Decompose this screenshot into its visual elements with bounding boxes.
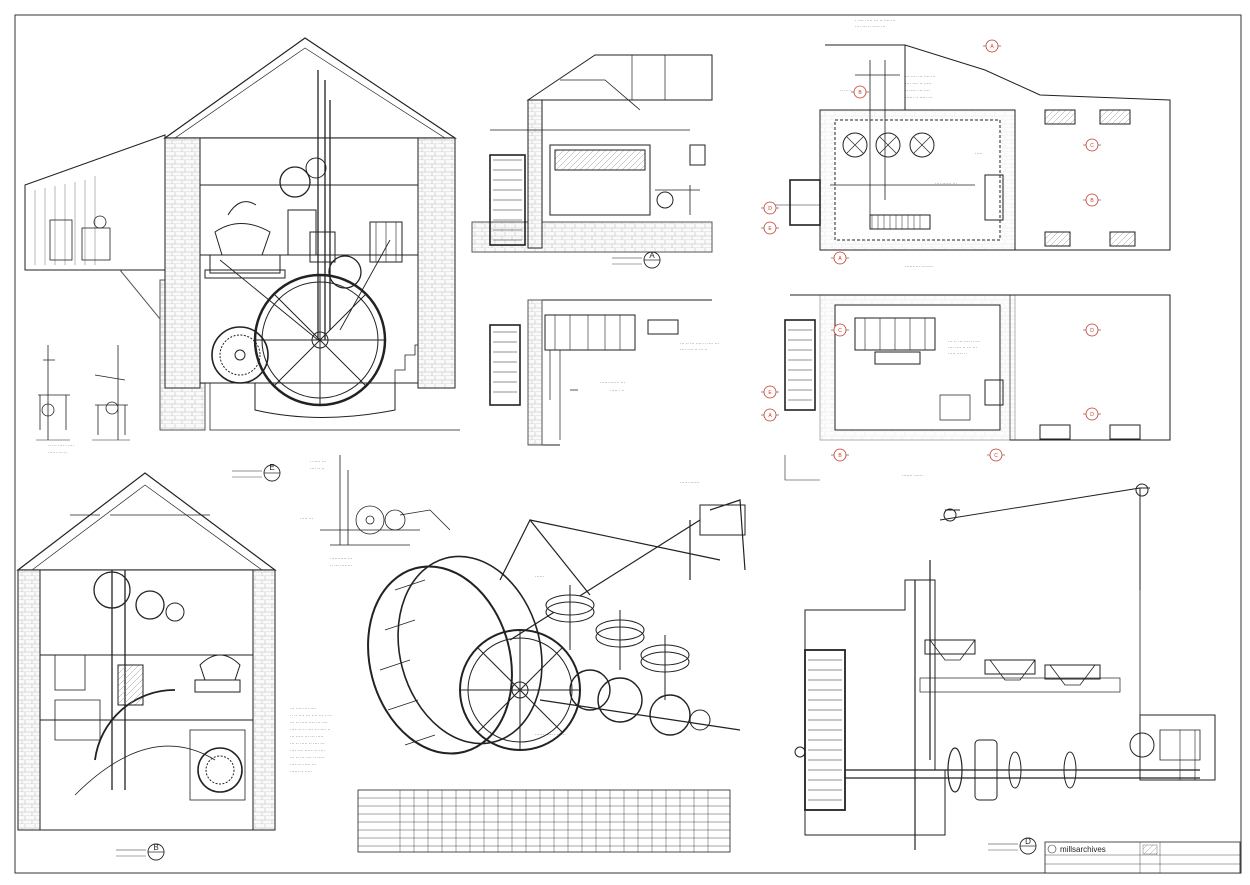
plan-view-upper xyxy=(775,44,1171,251)
cross-section-view-e xyxy=(24,37,460,441)
svg-text:······: ······ xyxy=(535,574,544,579)
svg-text:··· ···· ···· ····: ··· ···· ···· ···· xyxy=(290,706,316,711)
axis-bubble-label: D xyxy=(1090,412,1094,418)
svg-text:····· ···: ····· ··· xyxy=(300,516,313,521)
sheet-border xyxy=(14,14,1242,874)
svg-text:·········· ········: ·········· ········ xyxy=(905,264,933,269)
axis-bubble-label: C xyxy=(1090,143,1094,149)
svg-text:··· ·· ····· ·· ···· ···: ··· ·· ····· ·· ···· ··· xyxy=(290,741,325,746)
svg-text:··· ·· ····· ···· ··· ····: ··· ·· ····· ···· ··· ···· xyxy=(290,720,328,725)
svg-text:······ ··· ··: ······ ··· ·· xyxy=(48,450,67,455)
axis-bubble: C xyxy=(1083,138,1101,152)
svg-text:······ ······: ······ ······ xyxy=(680,480,699,485)
axis-bubble-label: B xyxy=(858,90,862,96)
axis-bubble: C xyxy=(831,323,849,337)
svg-text:···· ··· ····· ···: ···· ··· ····· ··· xyxy=(290,762,316,767)
svg-text:··· ·· ··· ···· ·· ·····: ··· ·· ··· ···· ·· ····· xyxy=(290,755,325,760)
isometric-machinery-view xyxy=(367,499,746,755)
svg-text:···· ···· ····· ··· ····: ···· ···· ····· ··· ···· xyxy=(290,748,325,753)
plan-view-ground xyxy=(489,299,712,446)
svg-text:······ ·· ····· ···: ······ ·· ····· ··· xyxy=(905,95,933,100)
axis-bubble-label: D xyxy=(768,206,772,212)
axis-bubble: D xyxy=(761,201,779,215)
svg-text:···· ·· ··: ···· ·· ·· xyxy=(310,466,325,471)
axis-bubble-label: A xyxy=(838,256,842,262)
view-marker-d: D xyxy=(988,837,1037,855)
view-marker-a-letter: A xyxy=(649,251,655,260)
axis-bubble-label: E xyxy=(768,226,772,232)
view-marker-a: A xyxy=(612,251,661,269)
detail-mechanism xyxy=(320,455,451,546)
svg-text:···· ···· ·· ··· ···: ···· ···· ·· ··· ··· xyxy=(948,345,977,350)
svg-text:·· ··· ·: ·· ··· · xyxy=(840,88,852,93)
axis-bubble-label: B xyxy=(1090,198,1094,204)
svg-text:·····: ····· xyxy=(975,151,983,156)
axis-bubble: B xyxy=(1083,193,1101,207)
axis-bubble-label: D xyxy=(1090,328,1094,334)
svg-text:···· ··· ·· ····· ···: ···· ··· ·· ····· ··· xyxy=(855,24,885,29)
axis-bubble: A xyxy=(761,408,779,422)
svg-text:····· · ··: ····· · ·· xyxy=(610,388,625,393)
axis-bubble: B xyxy=(851,85,869,99)
svg-text:···· ······ ···: ···· ······ ··· xyxy=(935,181,957,186)
view-marker-b: B xyxy=(116,843,165,861)
svg-text:·· ··· ········: ·· ··· ········ xyxy=(330,563,352,568)
axis-bubble: D xyxy=(1083,323,1101,337)
svg-text:···· ···· ·· ··· ··: ···· ···· ·· ··· ·· xyxy=(680,347,707,352)
svg-text:··· ···· ··· ···· ···: ··· ···· ··· ···· ··· xyxy=(905,74,935,79)
axis-bubble-label: C xyxy=(838,328,842,334)
axis-bubble: B xyxy=(831,448,849,462)
axis-bubble-label: E xyxy=(768,390,772,396)
component-table xyxy=(357,789,731,853)
svg-text:··· ·· ··· ···· ·· ···: ··· ·· ··· ···· ·· ··· xyxy=(948,339,980,344)
axis-bubbles: A B C D E A B C D E A B C D xyxy=(761,39,1101,462)
logo-icon xyxy=(1047,844,1057,854)
axis-bubble: D xyxy=(1083,407,1101,421)
svg-text:·· ··· ···· · ····: ·· ··· ···· · ···· xyxy=(48,443,74,448)
cross-section-view-a xyxy=(471,54,713,253)
title-block-logo-text: millsarchives xyxy=(1060,845,1106,854)
svg-text:··· ·· ··· ···· ·· ···· ···: ··· ·· ··· ···· ·· ···· ··· xyxy=(680,341,719,346)
axis-bubble: E xyxy=(761,221,779,235)
svg-text:·· ···· ···: ·· ···· ··· xyxy=(310,459,326,464)
plan-view-lower xyxy=(784,294,1171,481)
axis-bubble: A xyxy=(983,39,1001,53)
svg-text:· ···· ····· ··· ·· ···· ···: · ···· ····· ··· ·· ···· ··· xyxy=(855,18,895,23)
axis-bubble: C xyxy=(987,448,1005,462)
view-marker-e-letter: E xyxy=(269,463,274,472)
cross-section-view-d xyxy=(794,483,1216,850)
axis-bubble-label: B xyxy=(838,453,842,459)
svg-text:···· ···· ·· ·····: ···· ···· ·· ····· xyxy=(905,81,931,86)
cross-section-view-b xyxy=(16,472,277,831)
svg-text:······ ······ ···: ······ ······ ··· xyxy=(600,380,625,385)
svg-text:·· ····· ··· ····: ·· ····· ··· ···· xyxy=(905,88,930,93)
notes-block: ··· ···· ···· ···· ·· ·· ···· ··· ···· ·… xyxy=(290,706,332,774)
svg-text:······ ····· · ······: ······ ····· · ······ xyxy=(535,732,566,737)
svg-text:······ ·· ·····: ······ ·· ····· xyxy=(290,769,312,774)
svg-text:··········· ···: ··········· ··· xyxy=(330,556,352,561)
svg-text:··· ····· ··· ··· ·····: ··· ····· ··· ··· ····· xyxy=(290,734,323,739)
view-marker-d-letter: D xyxy=(1025,837,1031,846)
svg-text:···· ··· ·· ···· ··· ···· ··: ···· ··· ·· ···· ··· ···· ·· xyxy=(290,727,330,732)
axis-bubble-label: A xyxy=(768,413,772,419)
view-marker-e: E xyxy=(232,463,281,482)
axis-bubble: A xyxy=(831,251,849,265)
stamp-icon xyxy=(1142,844,1158,855)
axis-bubble-label: C xyxy=(994,453,998,459)
axis-bubble: E xyxy=(761,385,779,399)
axis-bubble-label: A xyxy=(990,44,994,50)
svg-text:·· ·· ···· ··· ···· ··· · ···: ·· ·· ···· ··· ···· ··· · ··· xyxy=(290,713,332,718)
view-marker-b-letter: B xyxy=(153,843,158,852)
svg-text:······· ······: ······· ······ xyxy=(902,473,923,478)
title-block: millsarchives xyxy=(1044,841,1241,874)
svg-text:····· ···· ··: ····· ···· ·· xyxy=(948,351,967,356)
